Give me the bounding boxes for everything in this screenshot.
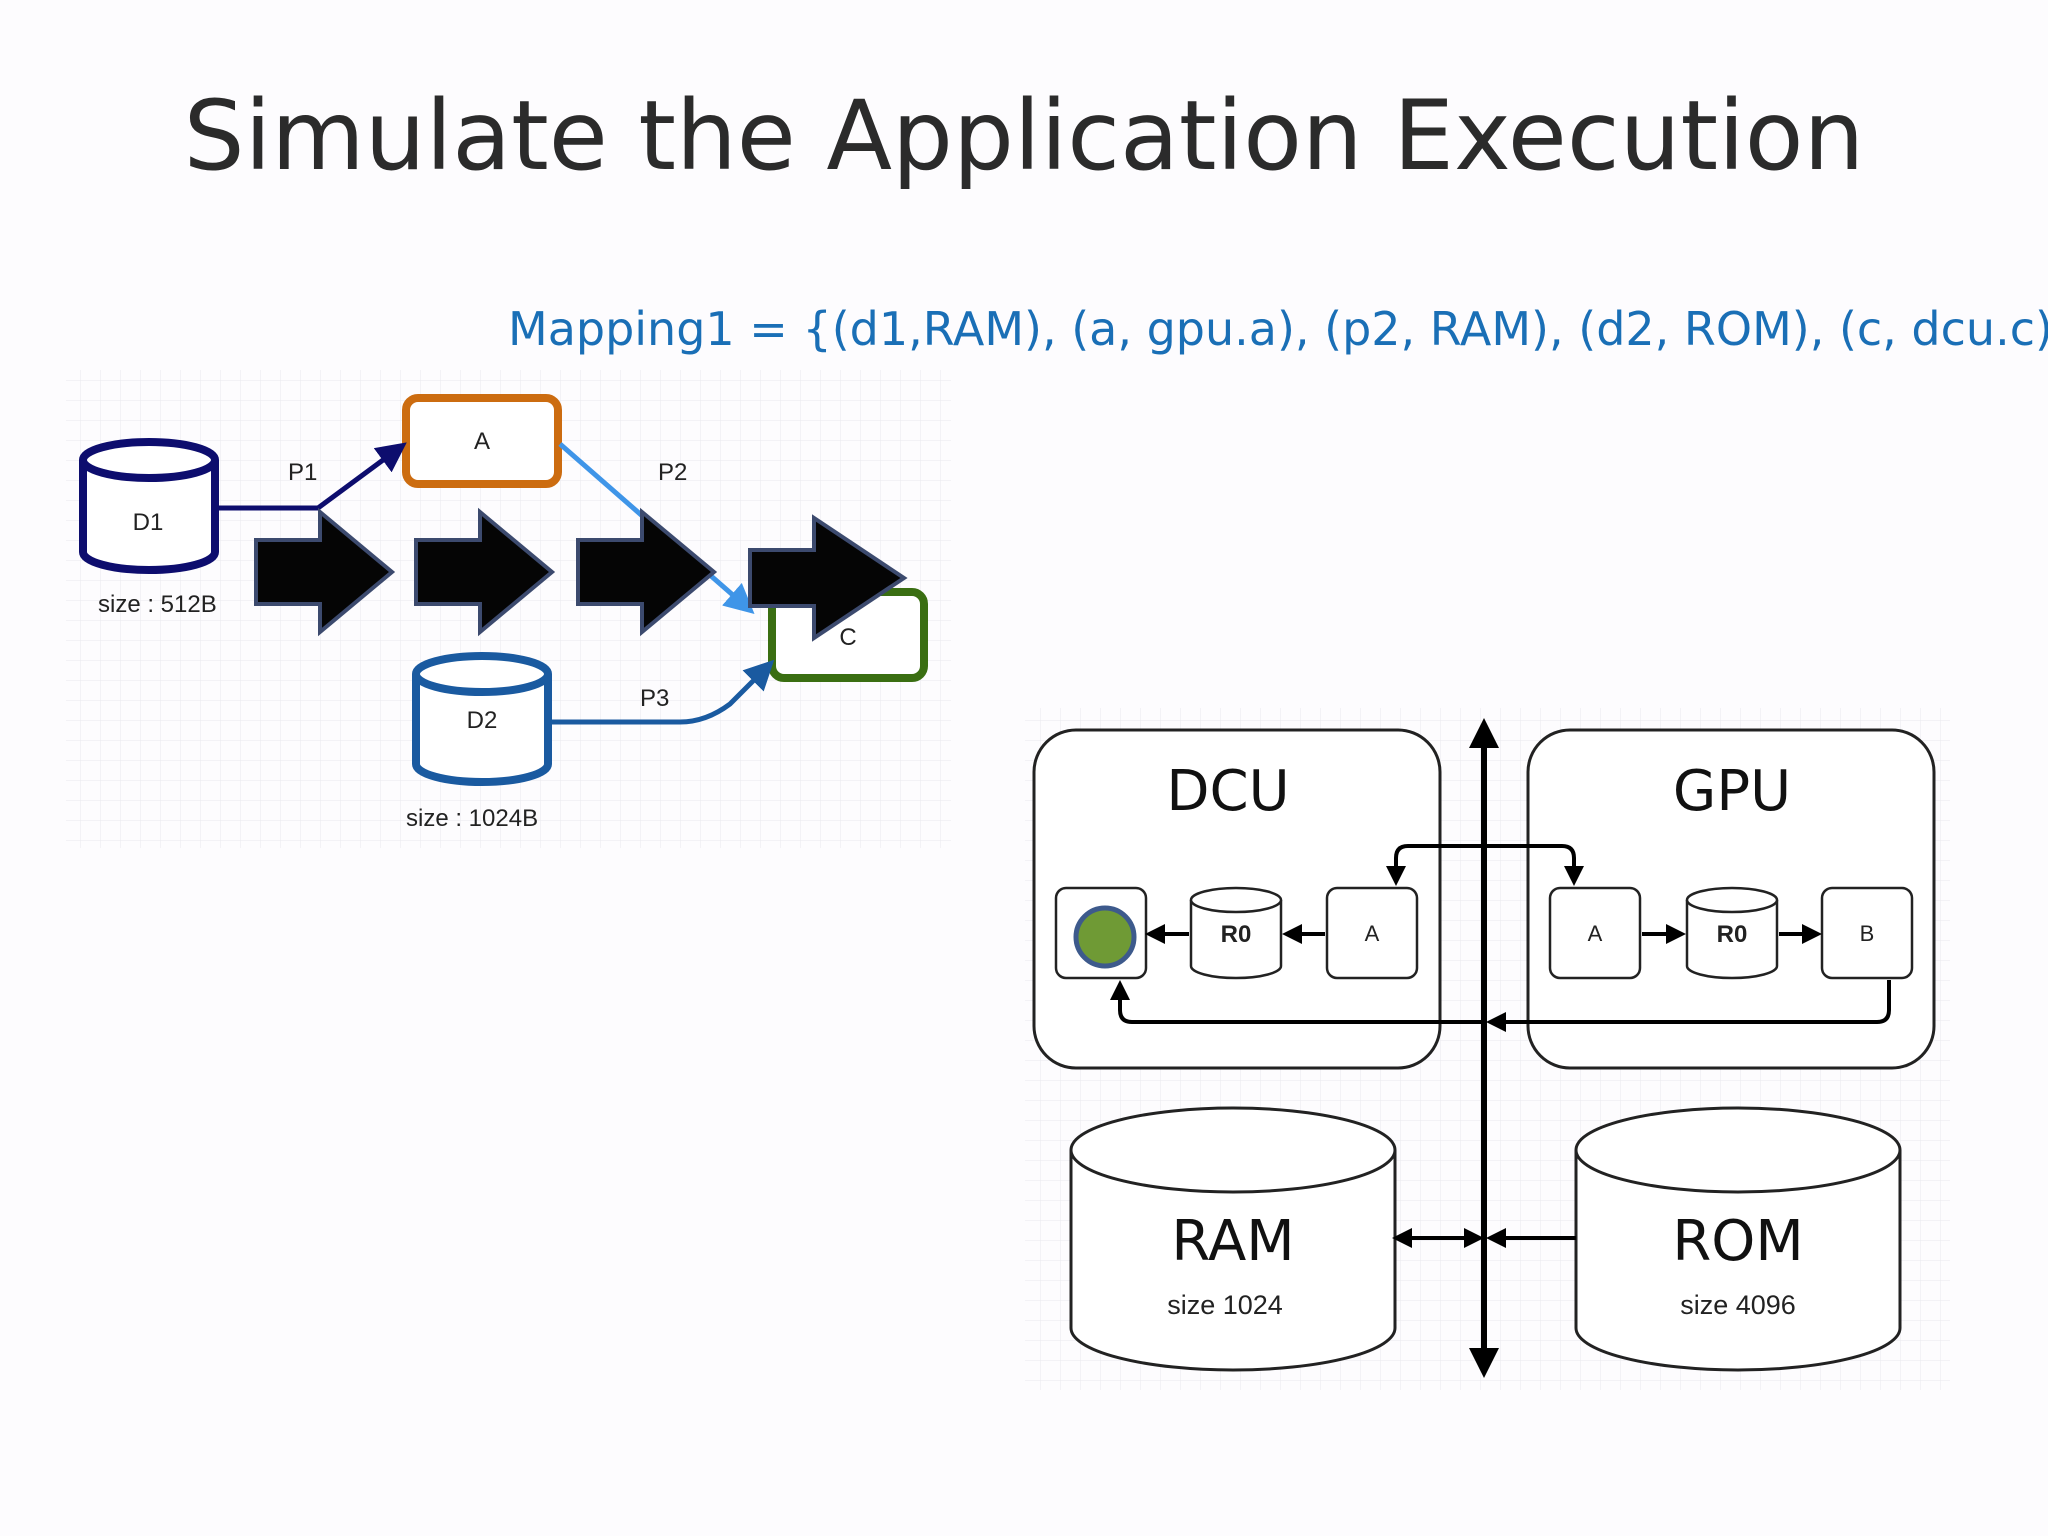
gpu-unit-b-label: B <box>1860 921 1875 946</box>
execution-progress-arrows <box>254 507 908 642</box>
rom-memory: ROM size 4096 <box>1574 1106 1902 1372</box>
dcu-unit-a-label: A <box>1365 921 1380 946</box>
bus-to-dcu-a <box>1386 844 1484 886</box>
task-a: A <box>402 394 562 488</box>
mapping-text: Mapping1 = {(d1,RAM), (a, gpu.a), (p2, R… <box>508 302 2048 356</box>
edge-p1-label: P1 <box>288 459 317 486</box>
dcu-register-label: R0 <box>1221 921 1252 948</box>
ram-size: size 1024 <box>1167 1290 1283 1320</box>
d1-datastore: D1 <box>79 438 219 574</box>
step-arrow-2 <box>414 507 556 637</box>
slide-title: Simulate the Application Execution <box>183 80 1865 192</box>
ram-title: RAM <box>1171 1209 1294 1274</box>
d1-size: size : 512B <box>98 591 217 618</box>
d2-label: D2 <box>467 707 498 734</box>
gpu-unit-b <box>1820 886 1914 980</box>
ram-memory: RAM size 1024 <box>1069 1106 1397 1372</box>
gpu-register-label: R0 <box>1717 921 1748 948</box>
gpu-unit-a <box>1548 886 1642 980</box>
step-arrow-3 <box>576 507 718 637</box>
gpu-b-to-bus <box>1486 980 1891 1032</box>
edge-p3 <box>548 659 775 725</box>
rom-size: size 4096 <box>1680 1290 1796 1320</box>
task-c-label: C <box>839 624 856 651</box>
d2-datastore: D2 <box>412 652 552 786</box>
rom-title: ROM <box>1672 1209 1803 1274</box>
app-graph: D1 size : 512B D2 size : 1024B A C P1 P2… <box>66 370 951 848</box>
dcu-active-indicator <box>1073 905 1137 969</box>
dcu-unit-a <box>1325 886 1419 980</box>
task-a-label: A <box>474 428 490 455</box>
edge-p2-label: P2 <box>658 459 687 486</box>
step-arrow-4 <box>748 514 908 642</box>
bus-to-dcu-c <box>1110 980 1484 1024</box>
gpu-unit-a-label: A <box>1588 921 1603 946</box>
gpu-title: GPU <box>1673 759 1791 824</box>
step-arrow-1 <box>254 507 396 637</box>
d2-size: size : 1024B <box>406 805 538 832</box>
d1-label: D1 <box>133 509 164 536</box>
architecture-diagram: DCU R0 A GPU A R0 B <box>1025 708 1950 1390</box>
dcu-register-r0: R0 <box>1189 886 1283 980</box>
bus-to-gpu-a <box>1484 844 1584 886</box>
dcu-title: DCU <box>1166 759 1289 824</box>
gpu-register-r0: R0 <box>1685 886 1779 980</box>
edge-p3-label: P3 <box>640 685 669 712</box>
